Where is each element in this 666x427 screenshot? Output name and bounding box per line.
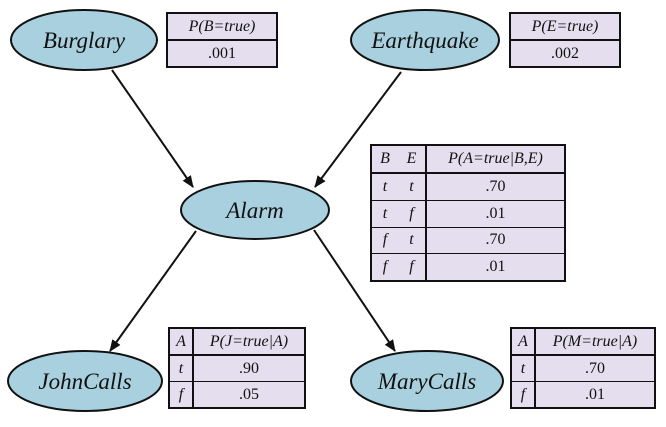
cpt-burglary-value: .001 bbox=[166, 39, 278, 68]
node-marycalls-label: MaryCalls bbox=[377, 369, 476, 394]
cpt-earthquake-value-row: .002 bbox=[509, 39, 621, 68]
cpt-alarm-row-e: f bbox=[398, 253, 427, 282]
node-marycalls: MaryCalls bbox=[350, 350, 504, 412]
cpt-alarm-col-p: P(A=true|B,E) bbox=[425, 144, 566, 175]
cpt-alarm-row-e: t bbox=[398, 172, 427, 201]
cpt-marycalls-col-a: A bbox=[510, 327, 536, 357]
cpt-johncalls-header-row: A P(J=true|A) bbox=[168, 327, 306, 357]
node-earthquake-label: Earthquake bbox=[370, 28, 478, 53]
cpt-earthquake-header-row: P(E=true) bbox=[509, 12, 621, 41]
edge-burglary-alarm bbox=[111, 69, 194, 188]
cpt-johncalls-col-p: P(J=true|A) bbox=[192, 327, 306, 357]
cpt-alarm-row-p: .70 bbox=[425, 226, 566, 255]
node-alarm-label: Alarm bbox=[224, 198, 284, 223]
edge-alarm-marycalls bbox=[313, 229, 396, 352]
cpt-alarm-col-e: E bbox=[398, 144, 427, 175]
cpt-marycalls-col-p: P(M=true|A) bbox=[534, 327, 656, 357]
cpt-alarm-row-b: t bbox=[370, 172, 398, 201]
cpt-alarm-row-p: .70 bbox=[425, 172, 566, 201]
cpt-marycalls-row-p: .70 bbox=[534, 354, 656, 383]
cpt-earthquake-header: P(E=true) bbox=[509, 12, 621, 41]
node-johncalls-label: JohnCalls bbox=[38, 369, 131, 394]
cpt-johncalls-row-p: .05 bbox=[192, 381, 306, 409]
cpt-marycalls-row-a: t bbox=[510, 354, 536, 383]
cpt-alarm-row: t f .01 bbox=[370, 199, 566, 228]
cpt-alarm-row-e: f bbox=[398, 199, 427, 228]
cpt-johncalls-row-a: t bbox=[168, 354, 194, 383]
cpt-johncalls-row-a: f bbox=[168, 381, 194, 409]
cpt-alarm-row-e: t bbox=[398, 226, 427, 255]
cpt-alarm-row: f t .70 bbox=[370, 226, 566, 255]
node-alarm: Alarm bbox=[180, 180, 330, 240]
node-johncalls: JohnCalls bbox=[7, 350, 163, 412]
cpt-alarm: B E P(A=true|B,E) t t .70 t f .01 f t .7… bbox=[370, 144, 566, 282]
cpt-alarm-row-p: .01 bbox=[425, 199, 566, 228]
cpt-burglary: P(B=true) .001 bbox=[166, 12, 278, 68]
edge-alarm-johncalls bbox=[109, 230, 197, 352]
cpt-alarm-col-b: B bbox=[370, 144, 398, 175]
cpt-alarm-row: f f .01 bbox=[370, 253, 566, 282]
cpt-johncalls: A P(J=true|A) t .90 f .05 bbox=[168, 327, 306, 409]
cpt-marycalls-row: t .70 bbox=[510, 354, 656, 383]
cpt-burglary-header: P(B=true) bbox=[166, 12, 278, 41]
cpt-burglary-value-row: .001 bbox=[166, 39, 278, 68]
cpt-johncalls-row-p: .90 bbox=[192, 354, 306, 383]
cpt-johncalls-row: t .90 bbox=[168, 354, 306, 383]
cpt-alarm-row-b: f bbox=[370, 253, 398, 282]
cpt-marycalls-row: f .01 bbox=[510, 381, 656, 409]
cpt-earthquake-value: .002 bbox=[509, 39, 621, 68]
cpt-marycalls-header-row: A P(M=true|A) bbox=[510, 327, 656, 357]
cpt-alarm-header-row: B E P(A=true|B,E) bbox=[370, 144, 566, 175]
cpt-johncalls-col-a: A bbox=[168, 327, 194, 357]
cpt-marycalls-row-a: f bbox=[510, 381, 536, 409]
cpt-johncalls-row: f .05 bbox=[168, 381, 306, 409]
edge-earthquake-alarm bbox=[314, 71, 402, 188]
cpt-earthquake: P(E=true) .002 bbox=[509, 12, 621, 68]
cpt-burglary-header-row: P(B=true) bbox=[166, 12, 278, 41]
node-burglary: Burglary bbox=[10, 9, 158, 71]
cpt-alarm-row-p: .01 bbox=[425, 253, 566, 282]
cpt-alarm-row-b: t bbox=[370, 199, 398, 228]
cpt-marycalls: A P(M=true|A) t .70 f .01 bbox=[510, 327, 656, 409]
cpt-alarm-row-b: f bbox=[370, 226, 398, 255]
cpt-alarm-row: t t .70 bbox=[370, 172, 566, 201]
cpt-marycalls-row-p: .01 bbox=[534, 381, 656, 409]
node-earthquake: Earthquake bbox=[350, 9, 500, 71]
node-burglary-label: Burglary bbox=[43, 28, 126, 53]
